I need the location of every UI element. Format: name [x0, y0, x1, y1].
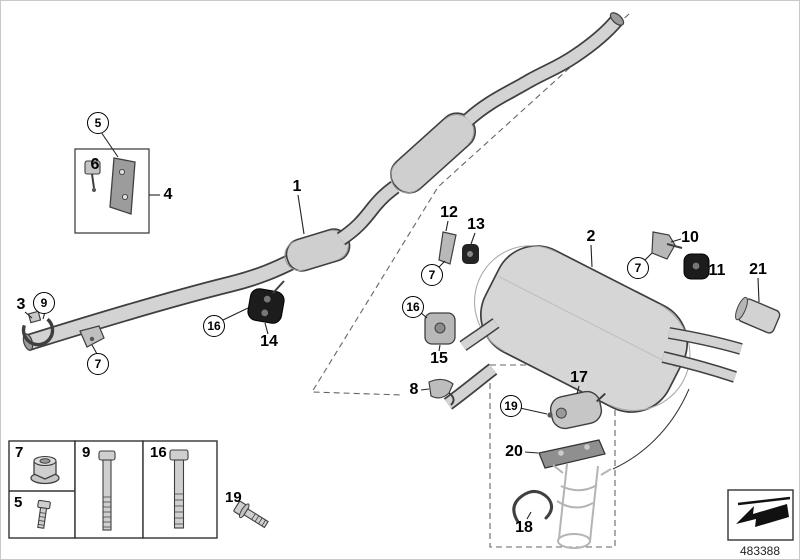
- actuator-screw: [547, 412, 553, 418]
- callout-circle-7c[interactable]: 7: [627, 257, 649, 279]
- callout-circle-9[interactable]: 9: [33, 292, 55, 314]
- callout-12[interactable]: 12: [440, 204, 458, 221]
- clamp-part3: [21, 310, 55, 347]
- flange-nut-icon: [30, 455, 60, 485]
- legend-label-5[interactable]: 5: [14, 494, 23, 511]
- direction-of-travel-box: [727, 489, 794, 541]
- rubber-mount-part14: [247, 288, 285, 324]
- legend-label-19[interactable]: 19: [225, 489, 242, 506]
- callout-circle-7b[interactable]: 7: [421, 264, 443, 286]
- bracket-part20: [538, 439, 606, 469]
- callout-circle-5[interactable]: 5: [87, 112, 109, 134]
- legend-label-9[interactable]: 9: [82, 444, 91, 461]
- clamp-part18: [512, 490, 553, 524]
- front-pipe: [22, 252, 299, 352]
- rear-muffler: [473, 245, 691, 413]
- direction-road-line: [737, 496, 791, 506]
- muffler-inlet-pipes: [443, 318, 500, 410]
- legend-boxes: [8, 440, 269, 539]
- callout-circle-19[interactable]: 19: [500, 395, 522, 417]
- callout-2[interactable]: 2: [586, 228, 596, 245]
- callout-4[interactable]: 4: [163, 186, 173, 203]
- mount-pin: [272, 280, 285, 294]
- legend-label-16[interactable]: 16: [150, 444, 167, 461]
- callout-circle-16b[interactable]: 16: [402, 296, 424, 318]
- hanger-bracket: [109, 157, 136, 215]
- mount-box-part4: [74, 148, 150, 234]
- callout-10[interactable]: 10: [681, 229, 699, 246]
- rubber-mount-part11: [683, 253, 710, 280]
- callout-11[interactable]: 11: [708, 262, 726, 279]
- callout-3[interactable]: 3: [16, 296, 26, 313]
- pipe-bracket-part7: [79, 325, 105, 348]
- front-silencer: [390, 112, 476, 194]
- callout-14[interactable]: 14: [260, 333, 278, 350]
- leader-lines: [24, 131, 760, 520]
- direction-arrow-icon: [736, 504, 789, 527]
- reference-connector-line: [612, 388, 690, 470]
- flange-bolt-icon-19: [233, 500, 269, 529]
- callout-20[interactable]: 20: [505, 443, 523, 460]
- tail-pipe-upper: [462, 12, 625, 126]
- mid-pipe: [336, 181, 400, 246]
- tailpipes: [661, 327, 743, 383]
- callout-6[interactable]: 6: [90, 156, 100, 173]
- actuator-part17: [549, 390, 606, 430]
- legend-label-7[interactable]: 7: [15, 444, 24, 461]
- hex-bolt-icon-16: [169, 449, 189, 529]
- callout-8[interactable]: 8: [409, 381, 419, 398]
- screw-icon: [37, 499, 51, 529]
- bracket-part8: [428, 378, 455, 406]
- document-number: 483388: [739, 544, 781, 558]
- bracket-part10: [651, 231, 683, 260]
- callout-18[interactable]: 18: [515, 519, 533, 536]
- callout-circle-7a[interactable]: 7: [87, 353, 109, 375]
- callout-circle-16a[interactable]: 16: [203, 315, 225, 337]
- flap-assembly-ghost: [552, 463, 612, 549]
- bracket-part12: [438, 231, 457, 265]
- section-boundary-dashes: [311, 13, 630, 396]
- callout-13[interactable]: 13: [467, 216, 485, 233]
- callout-15[interactable]: 15: [430, 350, 448, 367]
- rubber-mount-part15: [424, 312, 456, 345]
- grommet-part13: [462, 244, 479, 264]
- tailpipe-tip-part21: [735, 296, 781, 334]
- callout-17[interactable]: 17: [570, 369, 588, 386]
- callout-1[interactable]: 1: [292, 178, 302, 195]
- callout-21[interactable]: 21: [749, 261, 767, 278]
- hex-bolt-icon-9: [98, 450, 116, 531]
